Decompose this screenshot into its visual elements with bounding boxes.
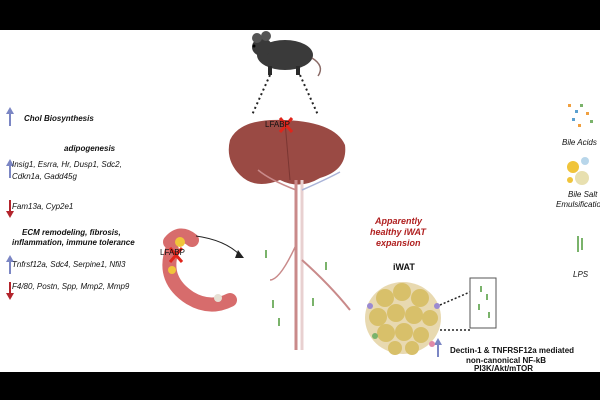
- adipogenesis-title: adipogenesis: [64, 144, 116, 153]
- bile-salt-icon: [567, 157, 589, 185]
- bile-acids-label: Bile Acids: [562, 138, 597, 147]
- bile-salt-label-1: Bile Salt: [568, 190, 598, 199]
- adipogenesis-down-genes: Fam13a, Cyp2e1: [12, 202, 74, 211]
- bile-salt-label-2: Emulsification: [556, 200, 600, 209]
- adipose-tissue-icon: [365, 282, 441, 355]
- intestine-lfabp-label: LFABP: [160, 248, 185, 257]
- ecm-title-2: inflammation, immune tolerance: [12, 238, 135, 247]
- bottom-black-band: [0, 372, 600, 400]
- ecm-up-genes: Tnfrsf12a, Sdc4, Serpine1, Nfil3: [12, 260, 126, 269]
- intestine-icon: [162, 228, 237, 312]
- lps-icon: [577, 236, 583, 252]
- lps-label: LPS: [573, 270, 589, 279]
- expansion-text-2: healthy iWAT: [370, 227, 426, 237]
- expansion-text-1: Apparently: [375, 216, 423, 226]
- liver-knockout-x: [278, 117, 294, 133]
- pathway-text-3: PI3K/Akt/mTOR: [474, 364, 533, 373]
- pathway-text-2: non-canonical NF-kB: [466, 356, 547, 365]
- adipogenesis-up-genes-1: Insig1, Esrra, Hr, Dusp1, Sdc2,: [12, 160, 122, 169]
- iwat-label: iWAT: [393, 262, 415, 272]
- intestine-knockout-x: [168, 247, 184, 263]
- adipogenesis-up-genes-2: Cdkn1a, Gadd45g: [12, 172, 77, 181]
- chol-biosynthesis-text: Chol Biosynthesis: [24, 114, 94, 123]
- top-black-band: [0, 0, 600, 30]
- ecm-down-genes: F4/80, Postn, Spp, Mmp2, Mmp9: [12, 282, 130, 291]
- mouse-icon: [252, 31, 322, 77]
- diagram-canvas: Chol Biosynthesis adipogenesis Insig1, E…: [0, 30, 600, 372]
- bile-acids-icon: [568, 104, 593, 127]
- center-illustration: [162, 31, 593, 355]
- ecm-title-1: ECM remodeling, fibrosis,: [22, 228, 121, 237]
- pathway-text-1: Dectin-1 & TNFRSF12a mediated: [450, 346, 575, 355]
- liver-lfabp-label: LFABP: [265, 120, 290, 129]
- blood-vessel-icon: [257, 169, 351, 350]
- expansion-text-3: expansion: [376, 238, 421, 248]
